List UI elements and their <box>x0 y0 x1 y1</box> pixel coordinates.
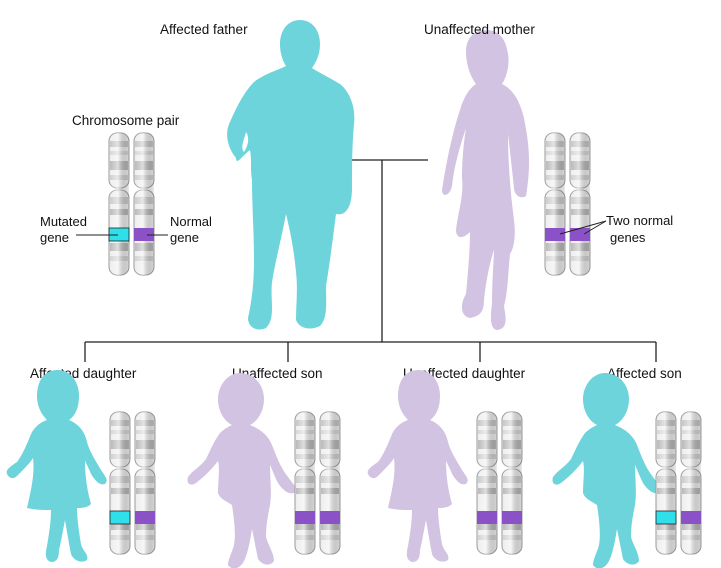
chromosome-right <box>569 132 591 276</box>
chromosome-left <box>108 132 130 276</box>
child-affected-daughter: Affected daughter <box>6 366 156 562</box>
chromosome-left <box>655 411 677 555</box>
father-chromosome-pair: Chromosome pair Mutated gene Normal gene <box>40 113 212 276</box>
normal-gene-band <box>570 228 590 241</box>
chromosome-left <box>544 132 566 276</box>
child-unaffected-son: Unaffected son <box>187 366 341 568</box>
two-normal-label-2: genes <box>610 230 646 245</box>
normal-gene-band <box>295 511 315 524</box>
normal-label-1: Normal <box>170 214 212 229</box>
normal-pointer <box>559 220 607 235</box>
mother-figure: Unaffected mother <box>424 22 535 330</box>
normal-gene-band <box>320 511 340 524</box>
toddler-silhouette-icon <box>552 373 661 568</box>
mother-label: Unaffected mother <box>424 22 535 37</box>
normal-gene-band <box>477 511 497 524</box>
chromosome-pair-label: Chromosome pair <box>72 113 180 128</box>
normal-gene-band <box>681 511 701 524</box>
mutated-gene-band <box>109 510 131 525</box>
chromosome-right <box>133 132 155 276</box>
normal-gene-band <box>135 511 155 524</box>
toddler-silhouette-icon <box>187 373 296 568</box>
chromosome-left <box>476 411 498 555</box>
father-figure: Affected father <box>160 20 355 330</box>
affected-son-label: Affected son <box>607 366 682 381</box>
chromosome-left <box>294 411 316 555</box>
mother-chromosome-pair: Two normal genes <box>544 132 673 276</box>
toddler-silhouette-icon <box>6 370 107 562</box>
normal-gene-band <box>502 511 522 524</box>
adult-woman-silhouette-icon <box>442 30 530 330</box>
normal-pointer <box>583 220 607 235</box>
mutated-gene-band <box>655 510 677 525</box>
two-normal-label-1: Two normal <box>606 213 673 228</box>
normal-gene-band <box>134 228 154 241</box>
chromosome-left <box>109 411 131 555</box>
mutated-label-1: Mutated <box>40 214 87 229</box>
father-label: Affected father <box>160 22 248 37</box>
toddler-silhouette-icon <box>367 370 468 562</box>
child-unaffected-daughter: Unaffected daughter <box>367 366 526 562</box>
chromosome-right <box>680 411 702 555</box>
normal-gene-band <box>545 228 565 241</box>
mutated-label-2: gene <box>40 230 69 245</box>
chromosome-right <box>501 411 523 555</box>
chromosome-right <box>134 411 156 555</box>
unaffected-son-label: Unaffected son <box>232 366 323 381</box>
chromosome-right <box>319 411 341 555</box>
child-affected-son: Affected son <box>552 366 702 568</box>
pedigree-lines <box>84 159 657 362</box>
adult-man-silhouette-icon <box>227 20 355 330</box>
normal-label-2: gene <box>170 230 199 245</box>
